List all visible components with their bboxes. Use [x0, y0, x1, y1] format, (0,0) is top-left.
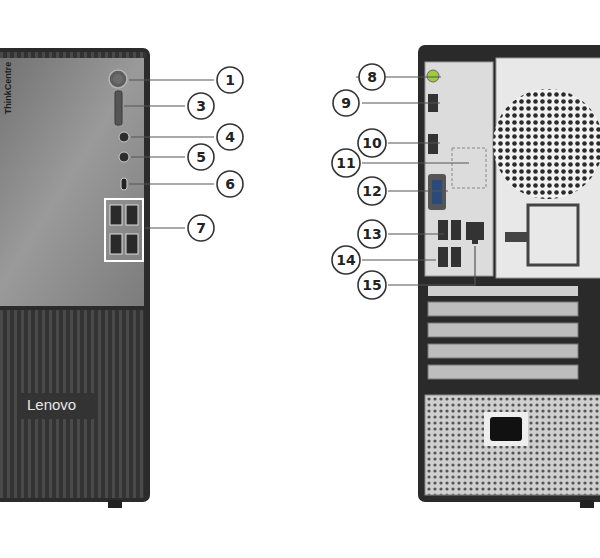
callout-circle: 7 [187, 214, 215, 242]
callout-number: 3 [187, 92, 215, 114]
logo-text: Lenovo [24, 396, 79, 413]
callout-number: 15 [357, 270, 387, 293]
back-tower [418, 45, 600, 508]
brand-text: ThinkCentre [3, 62, 13, 115]
callout-circle: 8 [358, 63, 386, 91]
callout-number: 12 [357, 176, 387, 199]
callout-number: 7 [187, 214, 215, 236]
callout-circle: 15 [357, 270, 387, 300]
callout-circle: 4 [216, 123, 244, 151]
callout-number: 11 [331, 148, 361, 171]
callout-number: 1 [216, 66, 244, 88]
callout-circle: 9 [332, 89, 360, 117]
callout-circle: 3 [187, 92, 215, 120]
callout-number: 13 [357, 219, 387, 242]
callout-circle: 1 [216, 66, 244, 94]
callout-number: 8 [358, 63, 386, 85]
front-tower [0, 48, 150, 508]
callout-circle: 6 [216, 170, 244, 198]
callout-number: 10 [357, 128, 387, 151]
callout-circle: 14 [331, 245, 361, 275]
callout-number: 6 [216, 170, 244, 192]
callout-circle: 5 [187, 143, 215, 171]
callout-number: 9 [332, 89, 360, 111]
callout-number: 5 [187, 143, 215, 165]
callout-circle: 10 [357, 128, 387, 158]
callout-circle: 12 [357, 176, 387, 206]
callout-circle: 11 [331, 148, 361, 178]
callout-number: 14 [331, 245, 361, 268]
callout-number: 4 [216, 123, 244, 145]
leader-lines [124, 77, 475, 285]
callout-circle: 13 [357, 219, 387, 249]
